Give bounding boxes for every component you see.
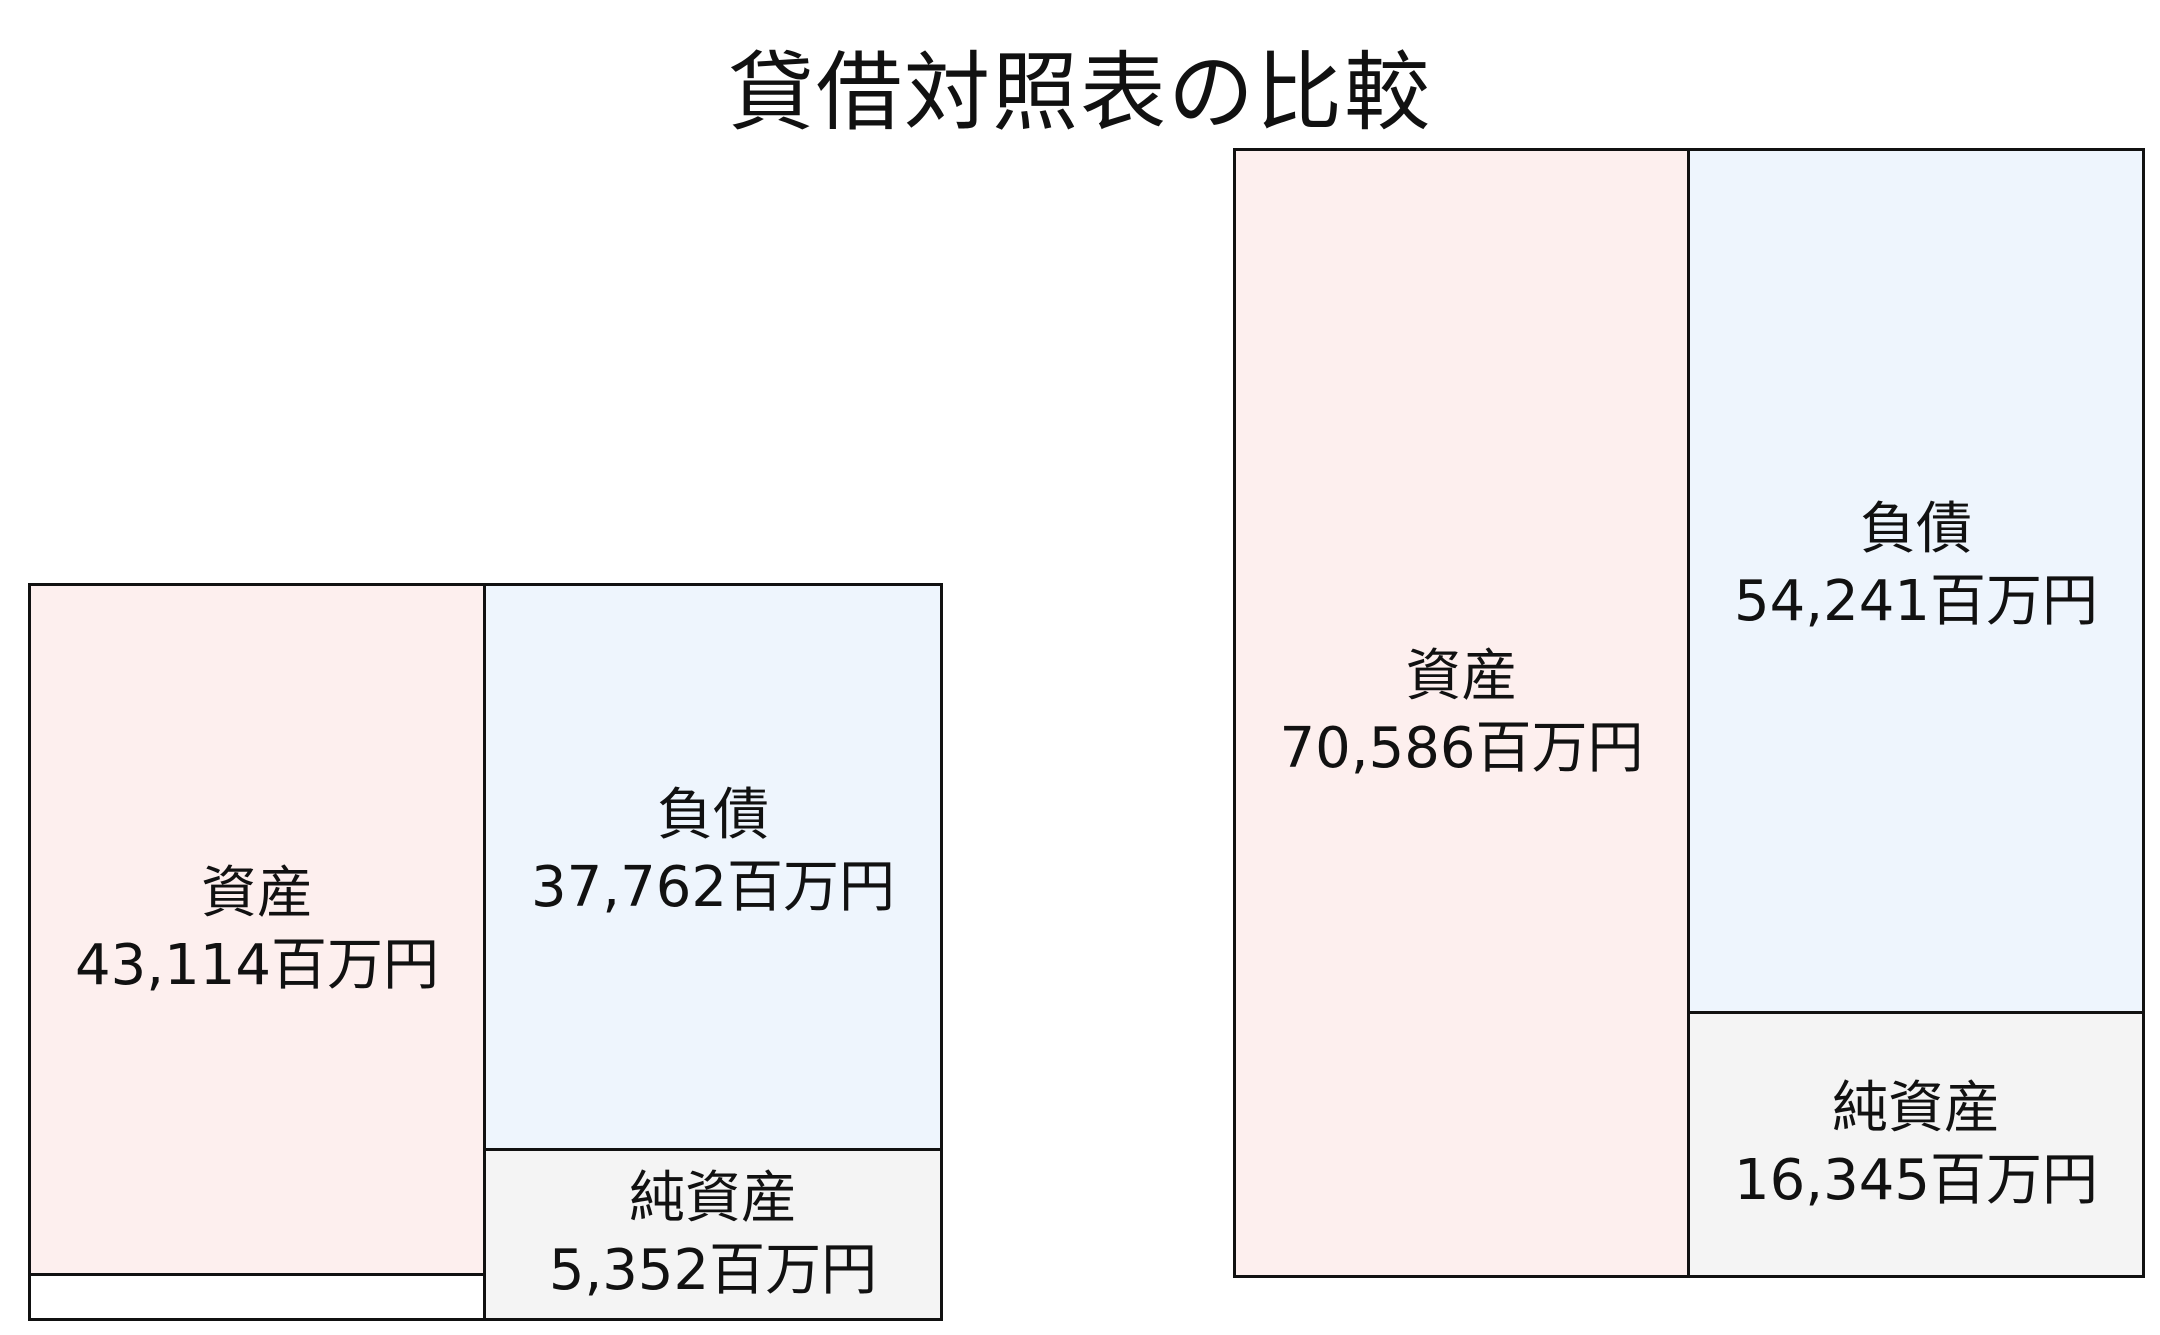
- equity-value: 5,352百万円: [548, 1237, 878, 1303]
- page-title: 貸借対照表の比較: [728, 43, 1432, 143]
- balance-sheet-right: 資産 70,586百万円 負債 54,241百万円 純資産 16,345百万円: [1233, 148, 2145, 1278]
- liabilities-value: 54,241百万円: [1734, 569, 2098, 634]
- liabilities-value: 37,762百万円: [531, 855, 895, 920]
- assets-value: 70,586百万円: [1279, 716, 1644, 781]
- liabilities-label: 負債: [1860, 497, 1972, 562]
- balance-sheet-left: 資産 43,114百万円 負債 37,762百万円 純資産 5,352百万円: [28, 583, 943, 1321]
- equity-value: 16,345百万円: [1734, 1147, 2098, 1213]
- assets-label: 資産: [201, 860, 313, 926]
- assets-block: 資産 43,114百万円: [28, 583, 486, 1276]
- equity-label: 純資産: [1832, 1075, 2000, 1141]
- liabilities-label: 負債: [657, 783, 769, 848]
- liabilities-block: 負債 37,762百万円: [483, 583, 943, 1151]
- assets-value: 43,114百万円: [75, 932, 439, 998]
- assets-block: 資産 70,586百万円: [1233, 148, 1690, 1278]
- equity-block: 純資産 5,352百万円: [483, 1148, 943, 1321]
- equity-block: 純資産 16,345百万円: [1687, 1011, 2145, 1278]
- equity-label: 純資産: [629, 1165, 797, 1231]
- liabilities-block: 負債 54,241百万円: [1687, 148, 2145, 1014]
- assets-gap-block: [28, 1273, 486, 1321]
- assets-label: 資産: [1405, 644, 1518, 709]
